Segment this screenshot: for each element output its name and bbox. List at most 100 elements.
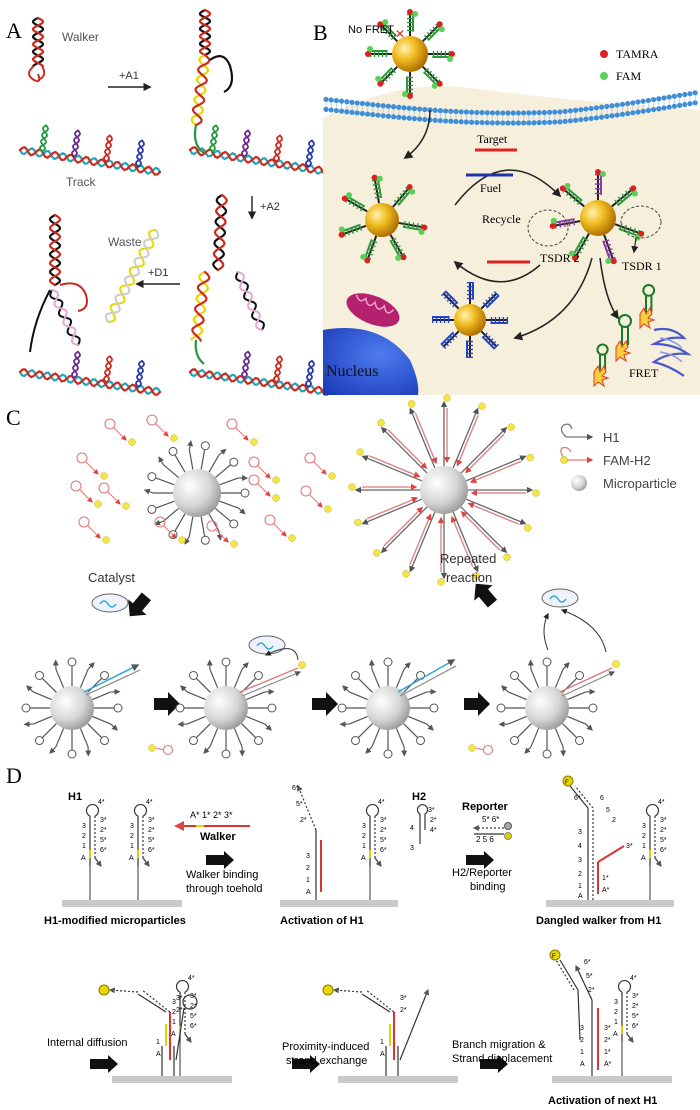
membrane-head: [552, 119, 558, 125]
walker-d-label: Walker: [200, 831, 236, 843]
fam-dye: [100, 472, 108, 480]
h1-loop: [113, 703, 123, 713]
step-a1-label: +A1: [119, 70, 139, 82]
h1-loop: [383, 749, 393, 759]
fam-dot: [600, 72, 608, 80]
h1-stem: [554, 668, 564, 688]
next-arm: [575, 964, 593, 1001]
domain-label: 3*: [100, 817, 107, 824]
fam-dye: [562, 775, 574, 787]
microparticle-step: [337, 657, 439, 759]
h2-bound: [239, 667, 299, 693]
free-fam-h2: [248, 456, 280, 484]
membrane-head: [411, 106, 417, 112]
track-leg: [71, 129, 81, 158]
domain-label: 3*: [604, 1025, 611, 1032]
membrane-head: [469, 119, 475, 125]
step-arrow-3: [464, 692, 490, 716]
domain-label: 4: [410, 825, 414, 832]
track-leg: [273, 355, 283, 384]
domain-label: 2: [578, 871, 582, 878]
h1-stem: [41, 723, 57, 739]
membrane-head: [614, 112, 620, 118]
fam-dye: [526, 453, 534, 462]
membrane-head: [375, 102, 381, 108]
dna-strand: [273, 134, 283, 163]
h1-loop: [221, 657, 231, 667]
tamra-dye: [338, 231, 345, 238]
fam-dye: [600, 171, 606, 177]
h2-strand: [387, 429, 428, 469]
dangled-top: [569, 785, 589, 809]
probe-rung: [432, 26, 438, 32]
catalyst-tube: [541, 588, 579, 608]
fam-dye: [345, 192, 352, 199]
domain-label: A: [578, 893, 583, 900]
probe-rung: [569, 193, 575, 199]
h1-loop: [188, 670, 198, 680]
track-leg: [273, 134, 283, 163]
gold-nanoprobes: [338, 9, 645, 359]
fam-dye: [375, 75, 382, 82]
domain-label: 2*: [190, 1003, 197, 1010]
h2-loop: [154, 516, 166, 528]
probe-rung: [621, 193, 627, 199]
h2-shape: [416, 804, 429, 844]
fam-letter: F: [565, 780, 569, 786]
h1-tail: [110, 723, 118, 731]
h1-stem: [233, 728, 243, 748]
probe-strand: [345, 198, 368, 213]
h2-stem: [273, 523, 287, 537]
probe-rung: [426, 31, 433, 38]
fam-dye: [612, 660, 620, 668]
probe-rung: [563, 220, 566, 227]
track-leg: [135, 139, 145, 168]
h1-strand: [460, 426, 508, 474]
fam-dye: [230, 540, 238, 548]
h1-strand: [465, 455, 527, 482]
membrane-head: [370, 112, 376, 118]
domain-label: 2*: [148, 827, 155, 834]
domain-label: 2*: [176, 1007, 183, 1014]
fam-dye: [94, 500, 102, 508]
probe-rung: [604, 243, 612, 248]
domain-label: 4*: [188, 975, 195, 982]
branch-label-1: Branch migration &: [452, 1039, 546, 1051]
probe-strand: [422, 66, 439, 83]
probe-strand: [617, 191, 635, 207]
legend-microparticle-icon: [571, 475, 587, 491]
membrane-head: [552, 109, 558, 115]
catalyst-approach: [543, 612, 549, 651]
waste-label: Waste: [108, 235, 142, 249]
fam-letter: F: [552, 954, 556, 960]
h2-bound: [559, 667, 613, 693]
h2-stem: [155, 747, 165, 751]
cell-membrane: [323, 90, 698, 126]
h1-stem: [567, 715, 587, 725]
domain-label: 5*: [660, 837, 667, 844]
probe-rung: [366, 252, 373, 256]
dna-strand: [39, 124, 49, 153]
probe-rung: [416, 223, 419, 230]
walker-a2-helix: [190, 270, 211, 342]
fam-label: FAM: [616, 69, 641, 83]
membrane-head: [417, 106, 423, 112]
h1-loop: [254, 736, 264, 746]
tamra-dye: [449, 51, 455, 57]
caption-h1-microparticles: H1-modified microparticles: [44, 915, 186, 927]
h2-loop: [300, 485, 312, 497]
tamra-dye: [400, 254, 407, 261]
membrane-head: [645, 97, 652, 104]
domain-label: 1: [82, 843, 86, 850]
probe-rung: [369, 243, 376, 248]
probe-strand: [602, 240, 612, 261]
fam-dye: [402, 570, 410, 578]
probe-strand: [481, 335, 496, 350]
catalyst-on-h1: [83, 664, 140, 693]
h1-strand: [361, 498, 423, 525]
probe-strand: [563, 188, 585, 208]
probe-rung: [399, 193, 406, 199]
h1-loop: [182, 994, 198, 1010]
domain-label: 5*: [100, 837, 107, 844]
probe-rung: [394, 199, 400, 205]
